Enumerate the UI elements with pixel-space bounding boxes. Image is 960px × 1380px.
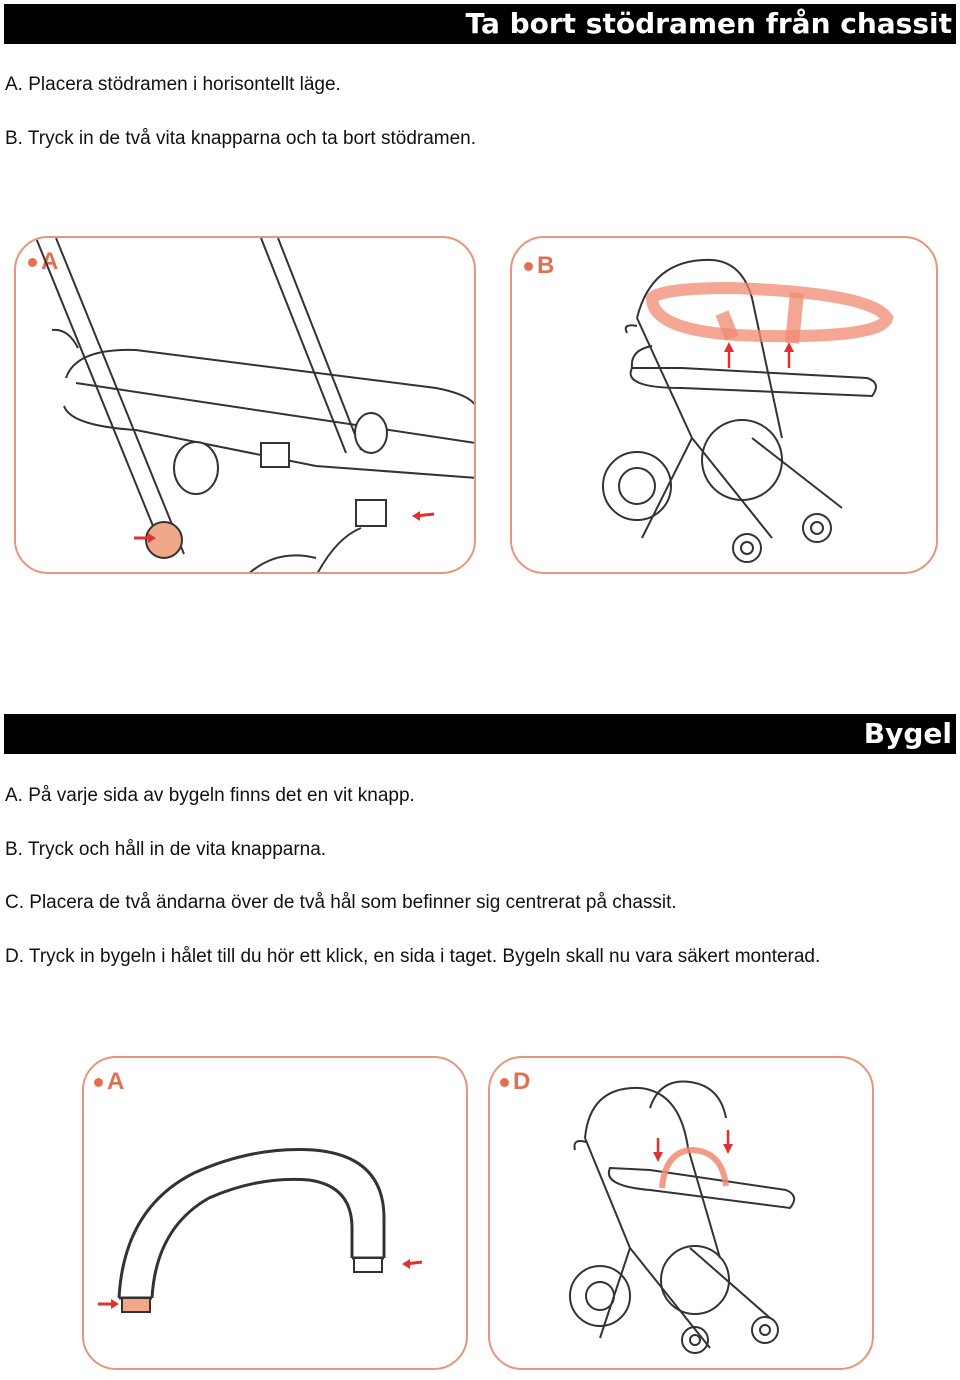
stroller-attach-bumper-illustration [569, 1080, 796, 1354]
arrow-icon [148, 533, 156, 543]
arrow-icon [723, 1144, 733, 1154]
panel-label: A [94, 1068, 124, 1096]
illustration-panel-a: A [82, 1056, 468, 1370]
bullet-dot-icon [500, 1078, 509, 1088]
bumper-bar-illustration [98, 1148, 423, 1313]
stroller-remove-frame-illustration [602, 258, 894, 563]
arrow-icon [724, 342, 734, 352]
panel-label: B [524, 252, 554, 280]
arrow-icon [402, 1259, 410, 1269]
step-text: A. Placera stödramen i horisontellt läge… [5, 74, 341, 95]
step-text: C. Placera de två ändarna över de två hå… [5, 892, 677, 913]
section-title: Ta bort stödramen från chassit [465, 7, 952, 40]
bullet-dot-icon [524, 262, 533, 272]
step-text: A. På varje sida av bygeln finns det en … [5, 785, 415, 806]
illustration-panel-b: B [510, 236, 938, 574]
arrow-icon [653, 1152, 663, 1162]
bullet-dot-icon [94, 1078, 103, 1088]
panel-label: A [28, 248, 58, 276]
illustration-panel-d: D [488, 1056, 874, 1370]
section-header-bumper-bar: Bygel [4, 714, 956, 754]
step-text: D. Tryck in bygeln i hålet till du hör e… [5, 946, 821, 967]
step-text: B. Tryck in de två vita knapparna och ta… [5, 128, 477, 149]
arrow-icon [784, 342, 794, 352]
arrow-icon [111, 1299, 119, 1309]
panel-label: D [500, 1068, 530, 1096]
support-frame-closeup-illustration [35, 238, 474, 572]
illustration-panel-a: A [14, 236, 476, 574]
section-title: Bygel [863, 717, 952, 750]
bullet-dot-icon [28, 258, 37, 268]
step-text: B. Tryck och håll in de vita knapparna. [5, 839, 327, 860]
arrow-icon [412, 511, 420, 521]
section-header-support-frame: Ta bort stödramen från chassit [4, 4, 956, 44]
